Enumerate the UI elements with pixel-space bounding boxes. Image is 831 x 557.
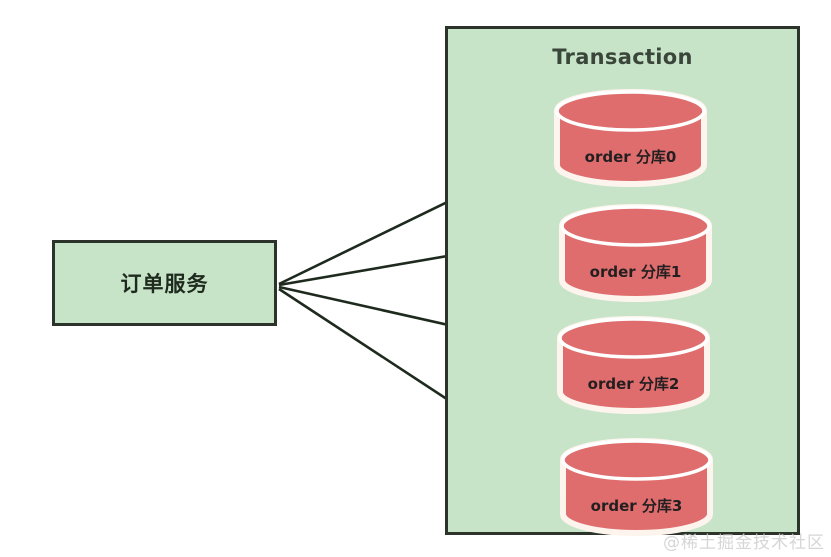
shard-cylinder-1[interactable]: order 分库1	[558, 203, 713, 303]
shard-cylinder-2[interactable]: order 分库2	[556, 315, 711, 415]
order-service-box[interactable]: 订单服务	[52, 240, 277, 326]
order-service-label: 订单服务	[120, 272, 209, 296]
cylinder-shape-icon	[559, 204, 712, 302]
cylinder-shape-icon	[560, 438, 713, 536]
cylinder-shape-icon	[554, 89, 707, 187]
watermark: @稀土掘金技术社区	[663, 533, 825, 553]
transaction-title: Transaction	[552, 45, 693, 69]
cylinder-shape-icon	[557, 316, 710, 414]
shard-cylinder-0[interactable]: order 分库0	[553, 88, 708, 188]
shard-cylinder-3[interactable]: order 分库3	[559, 437, 714, 537]
